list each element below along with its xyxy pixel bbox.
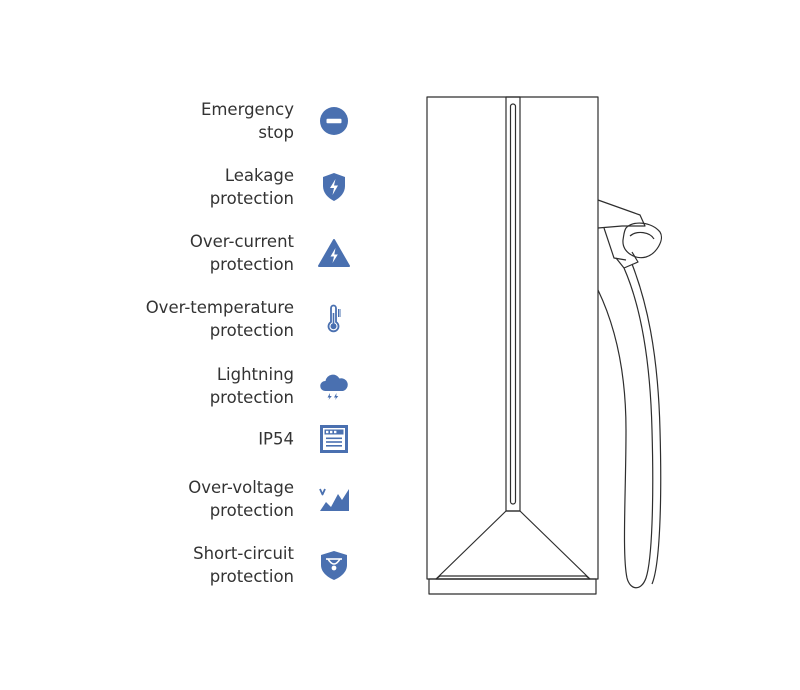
feature-label-line: Emergency: [200, 100, 294, 119]
feature-label-line: Leakage: [224, 166, 294, 185]
feature-lightning-protection: Lightning protection: [100, 361, 360, 411]
lightning-cloud-icon: [316, 368, 352, 404]
feature-over-current-protection: Over-current protection: [100, 228, 360, 278]
over-voltage-chart-icon: [316, 481, 352, 517]
feature-over-voltage-protection: Over-voltage protection: [100, 474, 360, 524]
feature-label: Over-temperature protection: [146, 296, 294, 342]
feature-label-line: Over-temperature: [145, 298, 294, 317]
emergency-stop-icon: [316, 103, 352, 139]
feature-over-temperature-protection: Over-temperature protection: [100, 294, 360, 344]
feature-label-line: Over-voltage: [188, 478, 294, 497]
feature-label-line: protection: [209, 255, 294, 274]
light-strip-outer: [505, 96, 521, 512]
feature-label: Over-voltage protection: [188, 476, 294, 522]
feature-label-line: IP54: [258, 429, 294, 449]
feature-label: Over-current protection: [190, 230, 294, 276]
connector-plug-ring: [629, 231, 655, 240]
connector-neck: [603, 227, 627, 261]
base-pyramid: [435, 510, 591, 580]
feature-label-line: Short-circuit: [193, 544, 294, 563]
feature-label-line: protection: [209, 189, 294, 208]
feature-leakage-protection: Leakage protection: [100, 162, 360, 212]
feature-label-line: protection: [209, 321, 294, 340]
feature-label-line: stop: [258, 123, 294, 142]
feature-label-line: protection: [209, 388, 294, 407]
feature-label: Leakage protection: [210, 164, 294, 210]
charging-cable-outer: [597, 267, 654, 589]
connector-grip: [615, 251, 639, 269]
feature-ip54: IP54: [100, 414, 360, 464]
over-current-warning-icon: [316, 235, 352, 271]
connector-holster: [597, 199, 646, 229]
light-strip-inner: [509, 103, 517, 505]
feature-label-line: protection: [209, 501, 294, 520]
feature-label-line: Over-current: [189, 232, 294, 251]
connector-plug: [622, 222, 662, 259]
feature-label-line: protection: [209, 567, 294, 586]
ip-rating-panel-icon: [316, 421, 352, 457]
feature-emergency-stop: Emergency stop: [100, 96, 360, 146]
leakage-shield-icon: [316, 169, 352, 205]
charger-body: [426, 96, 599, 580]
short-circuit-shield-icon: [316, 547, 352, 583]
feature-label: Lightning protection: [210, 363, 294, 409]
feature-label-line: Lightning: [216, 365, 294, 384]
charger-base: [428, 578, 597, 595]
feature-label: IP54: [258, 428, 294, 451]
base-pyramid-edge: [435, 575, 591, 580]
thermometer-icon: [316, 301, 352, 337]
feature-short-circuit-protection: Short-circuit protection: [100, 540, 360, 590]
feature-label: Emergency stop: [201, 98, 294, 144]
charging-cable-inner: [631, 263, 662, 585]
feature-label: Short-circuit protection: [193, 542, 294, 588]
